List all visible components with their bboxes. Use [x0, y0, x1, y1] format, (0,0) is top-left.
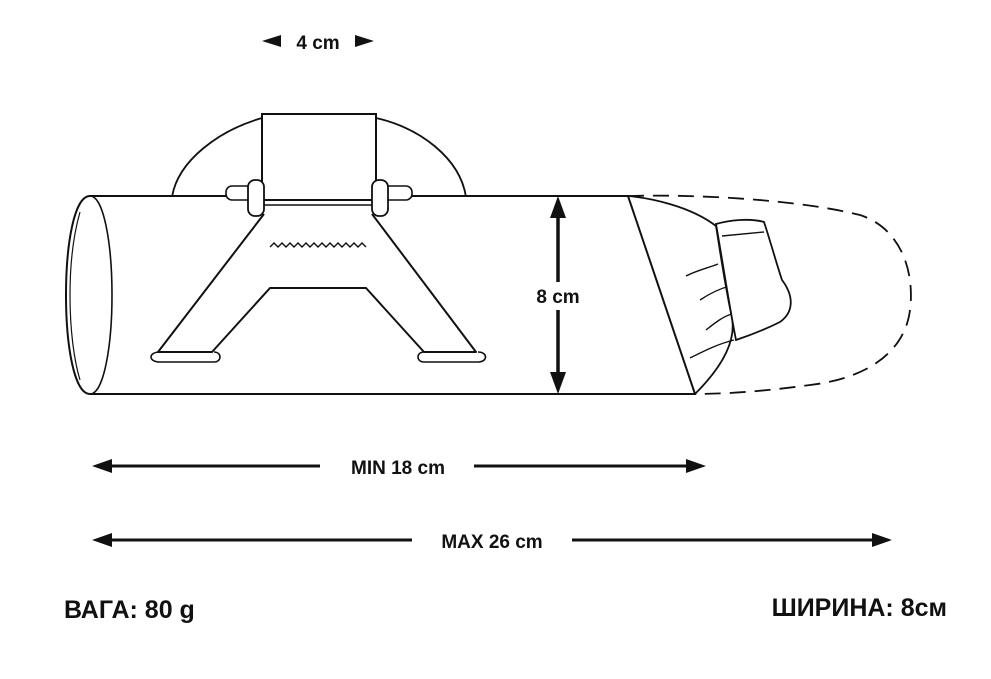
strap-loop: [171, 117, 467, 198]
max-length-label: MAX 26 cm: [441, 532, 542, 553]
height-label: 8 cm: [536, 287, 579, 308]
velcro-zigzag: [269, 242, 367, 248]
width-spec: ШИРИНА: 8см: [771, 594, 947, 622]
bag-end-cap-inner: [69, 211, 81, 381]
top-width-arrow-left: [262, 35, 281, 47]
top-width-label: 4 cm: [296, 33, 339, 54]
roll-top-fold-1: [685, 263, 719, 277]
roll-top-fold-4: [689, 339, 735, 359]
min-length-arrow-right: [686, 459, 706, 473]
top-strap: [261, 113, 377, 201]
buckle-tab: [714, 218, 792, 342]
max-length-arrow-left: [92, 533, 112, 547]
harness-foot-right: [417, 351, 487, 363]
harness-foot-left: [150, 351, 221, 363]
height-arrow-bottom: [550, 372, 566, 394]
roll-top-extension-dashed: [627, 194, 912, 395]
mount-harness: [157, 213, 477, 353]
bag-end-cap: [89, 195, 113, 395]
min-length-label: MIN 18 cm: [351, 458, 445, 479]
strap-buckle-left: [247, 179, 265, 217]
roll-top-fold-3: [705, 313, 733, 331]
top-width-arrow-right: [355, 35, 374, 47]
strap-buckle-right: [371, 179, 389, 217]
weight-spec: ВАГА: 80 g: [64, 596, 195, 624]
height-arrow-top: [550, 196, 566, 218]
max-length-arrow-right: [872, 533, 892, 547]
height-label-bg: [524, 282, 592, 310]
buckle-tab-seam: [721, 231, 765, 237]
min-length-arrow-left: [92, 459, 112, 473]
